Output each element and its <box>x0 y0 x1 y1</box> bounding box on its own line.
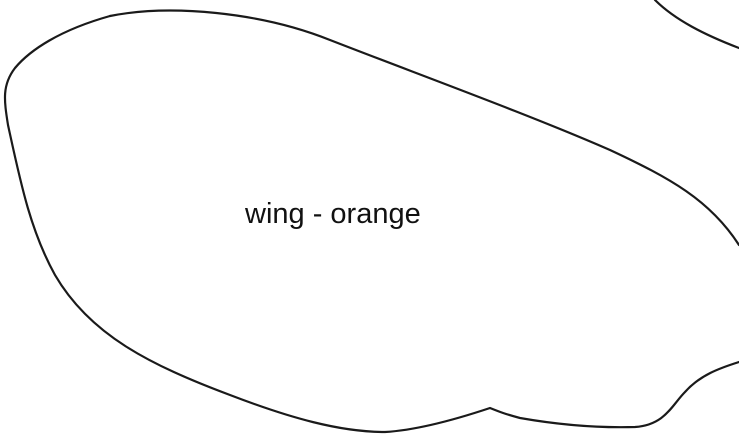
wing-label: wing - orange <box>245 200 421 229</box>
adjacent-region-outline <box>655 0 739 48</box>
wing-top-edge <box>110 11 739 245</box>
